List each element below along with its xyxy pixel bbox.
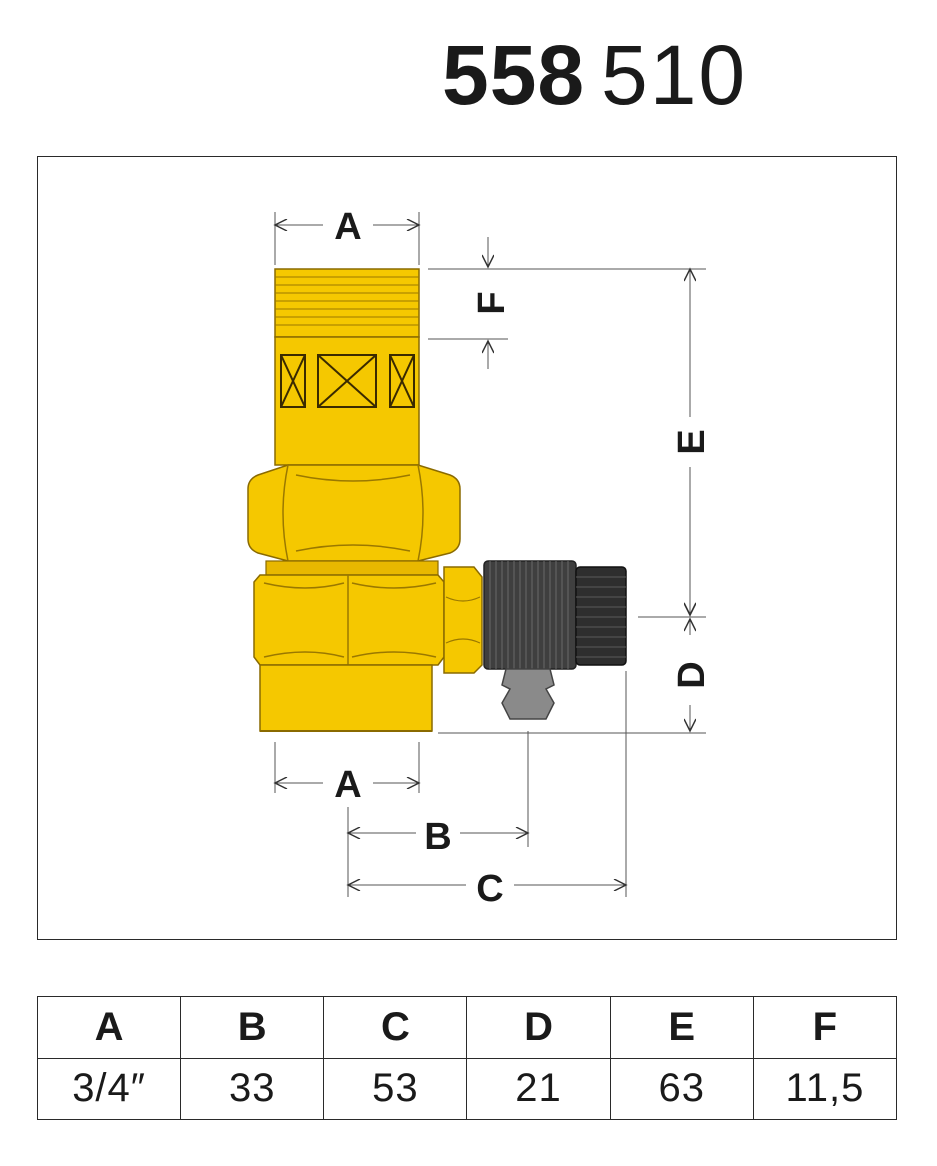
table-value-b: 33 bbox=[180, 1057, 325, 1120]
wrench-section bbox=[274, 336, 420, 466]
technical-drawing-frame: A A B C F E D bbox=[37, 156, 897, 940]
dim-label-f: F bbox=[471, 291, 513, 314]
discharge-nozzle bbox=[501, 668, 555, 720]
table-header-row: A B C D E F bbox=[36, 996, 898, 1059]
dim-label-a-top: A bbox=[334, 206, 361, 248]
table-value-row: 3/4″ 33 53 21 63 11,5 bbox=[36, 1057, 898, 1120]
table-header-b: B bbox=[180, 996, 325, 1059]
table-value-f: 11,5 bbox=[752, 1057, 898, 1120]
bottom-connector bbox=[259, 664, 433, 732]
lower-hex-body bbox=[253, 574, 445, 666]
dim-label-d: D bbox=[671, 661, 713, 688]
valve-dimension-drawing: A A B C F E D bbox=[247, 206, 713, 910]
valve-body bbox=[247, 268, 627, 732]
dimensions-table: A B C D E F 3/4″ 33 53 21 63 11,5 bbox=[36, 996, 898, 1120]
table-header-f: F bbox=[752, 996, 898, 1059]
body-neck bbox=[265, 560, 439, 576]
table-value-e: 63 bbox=[609, 1057, 754, 1120]
table-value-d: 21 bbox=[466, 1057, 611, 1120]
product-code-title: 558 510 bbox=[0, 30, 937, 120]
table-value-a: 3/4″ bbox=[36, 1057, 182, 1120]
dimension-lines bbox=[275, 212, 706, 897]
dim-label-e: E bbox=[671, 429, 713, 454]
table-header-e: E bbox=[609, 996, 754, 1059]
table-header-a: A bbox=[36, 996, 182, 1059]
table-header-c: C bbox=[323, 996, 468, 1059]
table-value-c: 53 bbox=[323, 1057, 468, 1120]
wrench-flats bbox=[280, 354, 415, 408]
top-thread bbox=[274, 268, 420, 338]
table-header-d: D bbox=[466, 996, 611, 1059]
product-code-light: 510 bbox=[601, 28, 748, 122]
outlet-nut bbox=[443, 566, 483, 674]
thread-lines bbox=[275, 276, 419, 326]
dim-label-a-bottom: A bbox=[334, 764, 361, 806]
dim-label-b: B bbox=[424, 816, 451, 858]
end-knob bbox=[575, 566, 627, 666]
product-code-bold: 558 bbox=[442, 28, 586, 122]
dim-label-c: C bbox=[476, 868, 503, 910]
upper-hex-nut bbox=[247, 464, 461, 562]
